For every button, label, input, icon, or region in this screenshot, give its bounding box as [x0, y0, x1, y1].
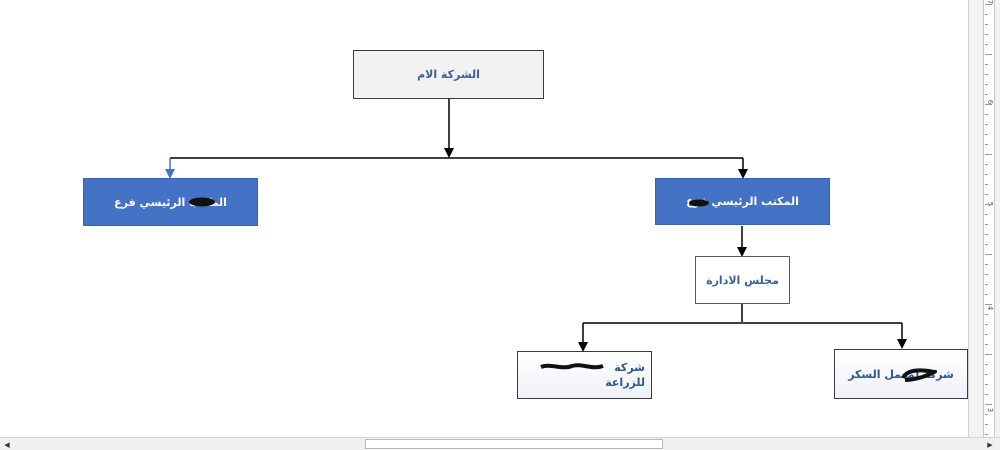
- ruler-tick: [985, 124, 988, 125]
- ruler-tick: [985, 324, 988, 325]
- ruler-tick: [985, 294, 988, 295]
- horizontal-scrollbar[interactable]: ◀ ▶: [0, 437, 1000, 450]
- ruler-tick: [985, 34, 988, 35]
- ruler-track: 7 6 5 4 3: [983, 0, 995, 437]
- ruler-tick: [985, 274, 988, 275]
- ruler-tick: [985, 224, 988, 225]
- scroll-right-icon[interactable]: ▶: [987, 440, 993, 449]
- scroll-left-icon[interactable]: ◀: [4, 440, 10, 449]
- ruler-tick: [985, 24, 988, 25]
- vertical-ruler[interactable]: 7 6 5 4 3: [968, 0, 1000, 437]
- ruler-tick: [985, 204, 992, 205]
- right-office-box[interactable]: المكتب الرئيسي فرع: [655, 178, 830, 225]
- agri-company-line2: للزراعة: [605, 376, 645, 389]
- root-company-box[interactable]: الشركة الام: [353, 50, 544, 99]
- ruler-tick: [985, 164, 988, 165]
- ruler-tick: [985, 54, 992, 55]
- ruler-tick: [985, 94, 988, 95]
- ruler-tick: [985, 84, 988, 85]
- ruler-tick: [985, 404, 992, 405]
- redaction-mark: [189, 197, 215, 207]
- ruler-tick: [985, 284, 988, 285]
- ruler-tick: [985, 104, 992, 105]
- root-company-label: الشركة الام: [417, 68, 480, 81]
- board-box[interactable]: مجلس الادارة: [695, 256, 790, 304]
- ruler-tick: [985, 424, 988, 425]
- ruler-tick: [985, 4, 992, 5]
- ruler-tick: [985, 194, 988, 195]
- ruler-tick: [985, 344, 988, 345]
- ruler-tick: [985, 334, 988, 335]
- ruler-tick: [985, 14, 988, 15]
- ruler-tick: [985, 114, 988, 115]
- left-office-box[interactable]: المكتب الرئيسي فرع: [83, 178, 258, 226]
- redaction-mark: [901, 368, 937, 382]
- ruler-tick: [985, 184, 988, 185]
- scroll-thumb[interactable]: [365, 439, 663, 449]
- connector-lines: [165, 99, 907, 352]
- redaction-mark: [689, 199, 709, 207]
- ruler-tick: [985, 304, 992, 305]
- ruler-tick: [985, 234, 988, 235]
- ruler-tick: [985, 384, 988, 385]
- ruler-tick: [985, 364, 988, 365]
- ruler-tick: [985, 314, 988, 315]
- ruler-tick: [985, 154, 992, 155]
- ruler-tick: [985, 214, 988, 215]
- ruler-tick: [985, 394, 988, 395]
- right-office-label: المكتب الرئيسي فرع: [686, 195, 799, 208]
- diagram-canvas: الشركة الام المكتب الرئيسي فرع المكتب ال…: [83, 50, 968, 399]
- ruler-number: 6: [986, 99, 994, 105]
- ruler-tick: [985, 64, 988, 65]
- ruler-tick: [985, 254, 992, 255]
- ruler-tick: [985, 174, 988, 175]
- agri-company-box[interactable]: شركة للزراعة: [517, 351, 652, 399]
- sugar-company-box[interactable]: شركة لمعمل السكر: [834, 349, 968, 399]
- ruler-tick: [985, 414, 988, 415]
- ruler-tick: [985, 264, 988, 265]
- ruler-tick: [985, 144, 988, 145]
- ruler-tick: [985, 434, 988, 435]
- ruler-tick: [985, 374, 988, 375]
- ruler-tick: [985, 244, 988, 245]
- ruler-tick: [985, 134, 988, 135]
- ruler-tick: [985, 354, 992, 355]
- redaction-mark: [540, 363, 604, 370]
- ruler-tick: [985, 44, 988, 45]
- board-label: مجلس الادارة: [706, 273, 779, 287]
- agri-company-line1: شركة: [614, 361, 645, 374]
- ruler-tick: [985, 74, 988, 75]
